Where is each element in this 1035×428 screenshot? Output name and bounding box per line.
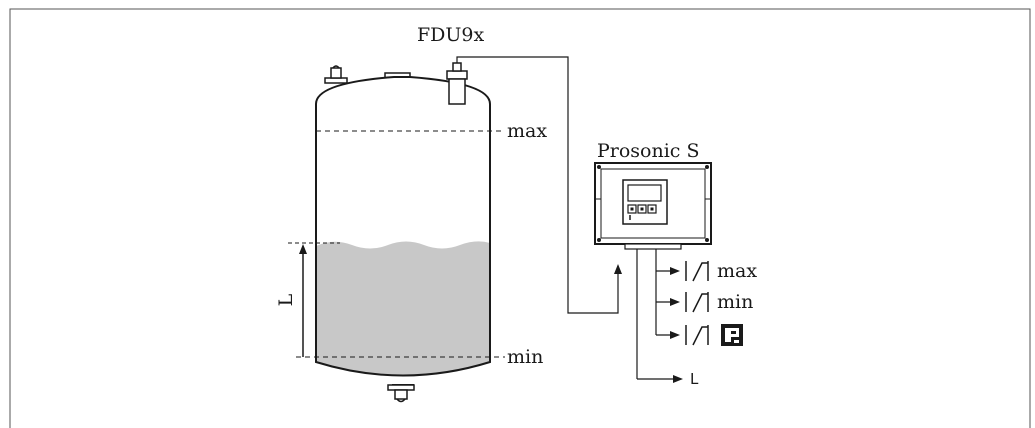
tank-shell xyxy=(315,76,491,377)
tank-left-nozzle xyxy=(324,65,348,84)
relay-max-label: max xyxy=(717,260,757,282)
diagram-border xyxy=(9,8,1031,428)
sensor-label: FDU9x xyxy=(417,24,485,46)
tank-max-label: max xyxy=(507,120,547,142)
relay-min-label: min xyxy=(717,291,753,313)
sensor-cable-arrowhead xyxy=(614,264,622,274)
relay-contact-icon xyxy=(685,325,709,346)
tank-bottom-nozzle xyxy=(387,384,415,403)
relay-output-fault xyxy=(656,324,743,346)
transmitter-label: Prosonic S xyxy=(597,140,700,162)
level-arrowhead xyxy=(299,244,307,254)
lcd-screen xyxy=(627,184,662,202)
fault-relay-icon xyxy=(721,324,743,346)
tank xyxy=(288,65,505,403)
relay-output-min xyxy=(656,292,709,313)
level-label: L xyxy=(275,293,297,306)
tank-min-label: min xyxy=(507,346,543,368)
keypad-icon xyxy=(627,204,657,220)
relay-contact-icon xyxy=(685,292,709,313)
sensor-cable xyxy=(456,56,619,314)
ultrasonic-sensor xyxy=(446,62,468,105)
prosonic-s-housing xyxy=(594,162,712,250)
relay-output-max xyxy=(656,261,709,282)
analog-output-label: L xyxy=(690,370,699,388)
analog-output xyxy=(637,375,683,383)
tank-top-hatch xyxy=(384,72,411,78)
relay-contact-icon xyxy=(685,261,709,282)
liquid xyxy=(316,241,490,376)
